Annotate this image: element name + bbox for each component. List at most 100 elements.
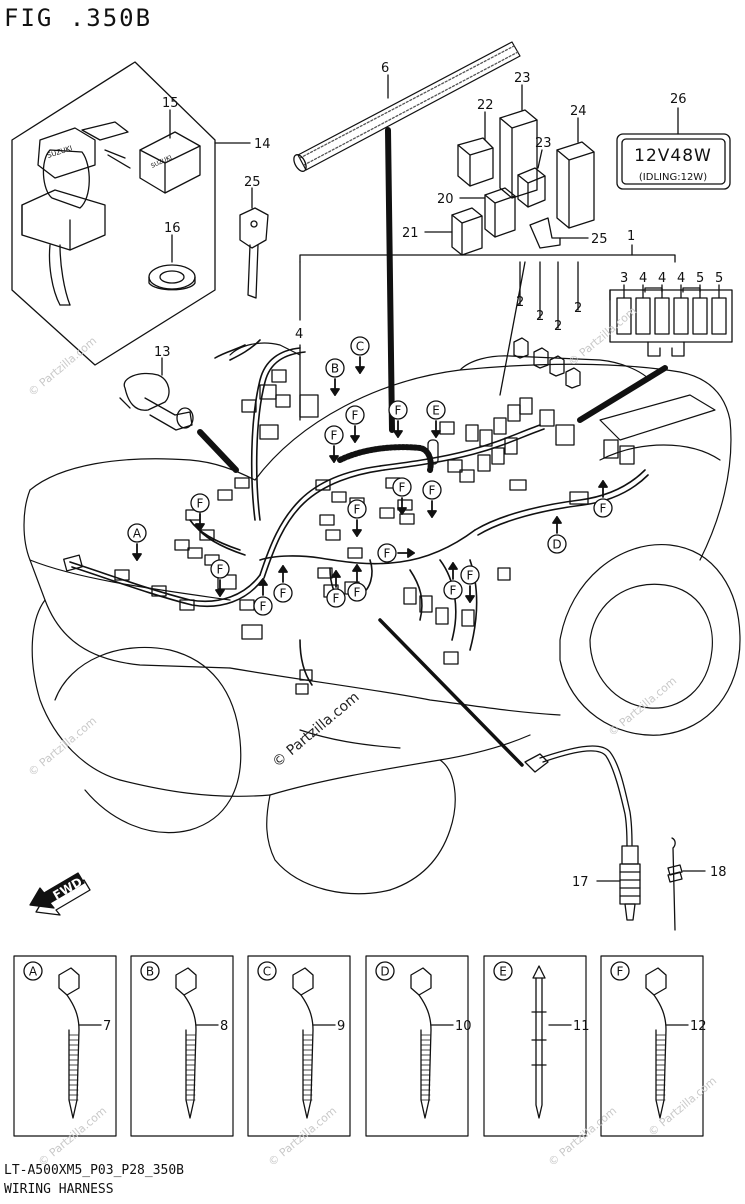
callout-1: 1 xyxy=(627,229,635,244)
marker-f: F xyxy=(443,580,463,600)
callout-20: 21 xyxy=(402,226,419,241)
svg-text:A: A xyxy=(29,965,38,979)
svg-text:E: E xyxy=(499,965,507,979)
callout-4c: 4 xyxy=(658,271,666,286)
sensor-clip xyxy=(667,837,683,931)
svg-text:F: F xyxy=(352,409,359,423)
clamp-letter-f: F xyxy=(610,961,630,981)
callout-22: 23 xyxy=(535,136,552,151)
marker-f: F xyxy=(345,405,365,425)
svg-text:F: F xyxy=(217,563,224,577)
marker-arrow xyxy=(448,562,458,580)
marker-arrow xyxy=(352,519,362,537)
callout-5a: 4 xyxy=(677,271,685,286)
svg-text:F: F xyxy=(617,965,624,979)
clamp-letter-c: C xyxy=(257,961,277,981)
callout-4b: 4 xyxy=(639,271,647,286)
svg-text:F: F xyxy=(280,587,287,601)
marker-b: B xyxy=(325,358,345,378)
callout-14: 14 xyxy=(254,137,271,152)
marker-e: E xyxy=(426,400,446,420)
svg-text:F: F xyxy=(260,600,267,614)
marker-arrow xyxy=(330,378,340,396)
callout-17: 17 xyxy=(572,875,589,890)
svg-text:12: 12 xyxy=(690,1019,707,1034)
clamp-panel-d: D 10 xyxy=(375,961,472,1119)
callout-21: 22 xyxy=(477,98,494,113)
callout-23a: 23 xyxy=(514,71,531,86)
callout-26: 26 xyxy=(670,92,687,107)
lamp-label-line1: 12V48W xyxy=(634,146,712,166)
marker-arrow xyxy=(393,420,403,438)
svg-text:10: 10 xyxy=(455,1019,472,1034)
marker-f: F xyxy=(422,480,442,500)
marker-arrow xyxy=(397,497,407,515)
marker-arrow xyxy=(350,425,360,443)
callout-23b: 24 xyxy=(570,104,587,119)
marker-f: F xyxy=(210,559,230,579)
callout-18: 18 xyxy=(710,865,727,880)
svg-text:7: 7 xyxy=(103,1019,111,1034)
marker-arrow xyxy=(552,516,562,534)
leader-17-bold xyxy=(378,618,524,767)
callout-2c: 2 xyxy=(554,319,562,334)
svg-text:F: F xyxy=(354,586,361,600)
clamp-panel-b: B8 xyxy=(140,961,228,1119)
clamp-panel-f: F 12 xyxy=(610,961,707,1119)
callout-4d: 5 xyxy=(715,271,723,286)
clamp-panel-e: E11 xyxy=(493,961,590,1119)
marker-arrow xyxy=(598,480,608,498)
marker-arrow xyxy=(258,578,268,596)
marker-arrow xyxy=(329,445,339,463)
marker-f: F xyxy=(324,425,344,445)
figure-title: FIG .350B xyxy=(4,4,153,32)
clamp-panel-a: A7 xyxy=(23,961,111,1119)
marker-arrow xyxy=(215,579,225,597)
svg-text:D: D xyxy=(552,538,561,552)
marker-f: F xyxy=(273,583,293,603)
harness-tube-section xyxy=(337,444,434,473)
callout-4a: 3 xyxy=(620,271,628,286)
svg-text:D: D xyxy=(380,965,389,979)
svg-text:F: F xyxy=(331,429,338,443)
lamp-label-line2: (IDLING:12W) xyxy=(639,172,707,183)
marker-f: F xyxy=(593,498,613,518)
svg-text:F: F xyxy=(600,502,607,516)
svg-text:C: C xyxy=(263,965,271,979)
marker-f: F xyxy=(460,565,480,585)
callout-16: 16 xyxy=(164,221,181,236)
marker-f: F xyxy=(388,400,408,420)
svg-text:9: 9 xyxy=(337,1019,345,1034)
clamp-letter-d: D xyxy=(375,961,395,981)
svg-text:B: B xyxy=(146,965,154,979)
marker-arrow xyxy=(355,356,365,374)
callout-13: 13 xyxy=(154,345,171,360)
marker-c: C xyxy=(350,336,370,356)
relays-group xyxy=(451,109,595,256)
leader-1-bold xyxy=(577,365,668,423)
figure-name: WIRING HARNESS xyxy=(4,1182,114,1197)
clamp-panels xyxy=(13,955,704,1137)
callout-2d: 2 xyxy=(574,301,582,316)
key-switch-inset: SUZUKI SUZUKI xyxy=(11,61,216,366)
marker-f: F xyxy=(347,582,367,602)
callout-3: 4 xyxy=(295,327,303,342)
callout-25: 25 xyxy=(244,175,261,190)
callout-24: 25 xyxy=(591,232,608,247)
marker-f: F xyxy=(392,477,412,497)
svg-text:F: F xyxy=(399,481,406,495)
svg-text:F: F xyxy=(197,497,204,511)
svg-text:E: E xyxy=(432,404,440,418)
marker-arrow xyxy=(431,420,441,438)
callout-19: 20 xyxy=(437,192,454,207)
marker-arrow xyxy=(352,564,362,582)
corrugated-tube xyxy=(293,41,521,172)
marker-f: F xyxy=(347,499,367,519)
svg-text:F: F xyxy=(429,484,436,498)
marker-arrow xyxy=(397,548,415,558)
marker-f: F xyxy=(253,596,273,616)
svg-text:B: B xyxy=(331,362,339,376)
marker-arrow-layer xyxy=(132,356,608,603)
callout-layer: 6 23 22 24 23 26 20 21 25 1 3 4 4 4 5 5 … xyxy=(154,61,727,890)
